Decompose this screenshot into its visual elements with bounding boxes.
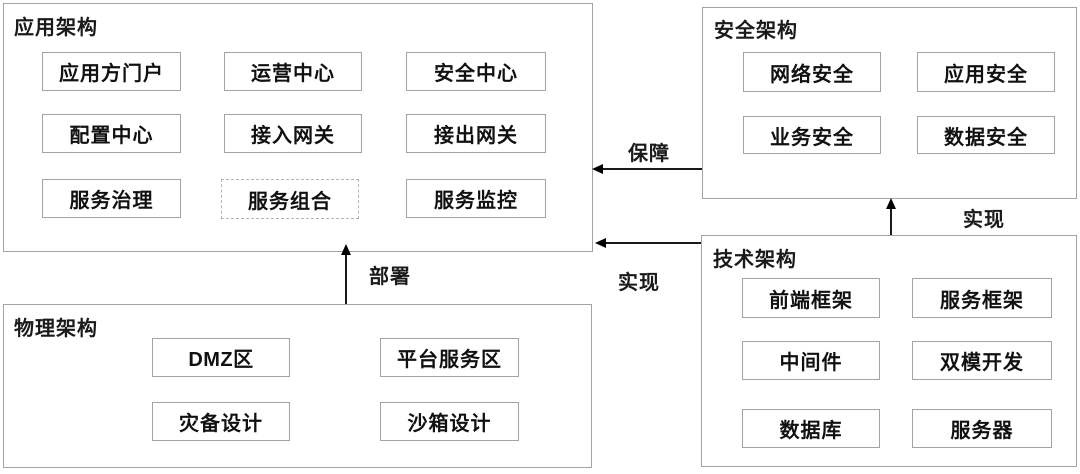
item-frontend-framework: 前端框架 xyxy=(742,278,880,318)
item-database: 数据库 xyxy=(742,409,880,448)
arrow-deploy-line xyxy=(345,251,347,304)
item-bimodal-development: 双模开发 xyxy=(912,341,1052,380)
section-technical-architecture: 技术架构 前端框架 服务框架 中间件 双模开发 数据库 服务器 xyxy=(701,235,1077,467)
item-inbound-gateway: 接入网关 xyxy=(224,114,362,153)
item-platform-service-zone: 平台服务区 xyxy=(380,338,519,377)
item-security-center: 安全中心 xyxy=(406,52,546,91)
item-operation-center: 运营中心 xyxy=(224,52,362,91)
item-outbound-gateway: 接出网关 xyxy=(406,114,546,153)
section-title-application-architecture: 应用架构 xyxy=(14,17,98,39)
item-sandbox-design: 沙箱设计 xyxy=(380,402,519,441)
item-server: 服务器 xyxy=(912,409,1052,448)
item-network-security: 网络安全 xyxy=(743,52,881,92)
arrow-realize-app-line xyxy=(600,242,701,244)
item-config-center: 配置中心 xyxy=(42,114,181,153)
section-title-physical-architecture: 物理架构 xyxy=(14,318,98,340)
arrow-deploy-label: 部署 xyxy=(369,266,411,288)
section-title-technical-architecture: 技术架构 xyxy=(713,249,797,271)
arrow-guarantee-head xyxy=(592,164,603,174)
section-security-architecture: 安全架构 网络安全 应用安全 业务安全 数据安全 xyxy=(702,7,1077,199)
arrow-realize-app-label: 实现 xyxy=(618,272,660,294)
arrow-guarantee-line xyxy=(597,168,702,170)
item-dmz-zone: DMZ区 xyxy=(152,338,290,377)
item-service-governance: 服务治理 xyxy=(42,179,181,218)
arrow-guarantee-label: 保障 xyxy=(628,143,670,165)
section-title-security-architecture: 安全架构 xyxy=(714,20,798,42)
section-physical-architecture: 物理架构 DMZ区 平台服务区 灾备设计 沙箱设计 xyxy=(3,304,592,468)
item-application-security: 应用安全 xyxy=(917,52,1055,92)
arrow-realize-app-head xyxy=(595,238,606,248)
item-business-security: 业务安全 xyxy=(743,116,881,154)
item-middleware: 中间件 xyxy=(742,341,880,380)
item-app-portal: 应用方门户 xyxy=(42,52,181,91)
section-application-architecture: 应用架构 应用方门户 运营中心 安全中心 配置中心 接入网关 接出网关 服务治理… xyxy=(3,3,593,252)
arrow-deploy-head xyxy=(341,244,351,255)
arrow-realize-security-label: 实现 xyxy=(963,209,1005,231)
item-data-security: 数据安全 xyxy=(917,116,1055,154)
arrow-realize-security-head xyxy=(886,198,896,209)
item-service-framework: 服务框架 xyxy=(912,278,1052,318)
item-service-monitoring: 服务监控 xyxy=(406,179,546,218)
item-service-composition: 服务组合 xyxy=(221,179,359,219)
item-disaster-recovery-design: 灾备设计 xyxy=(152,402,290,441)
arrow-realize-security-line xyxy=(890,205,892,235)
